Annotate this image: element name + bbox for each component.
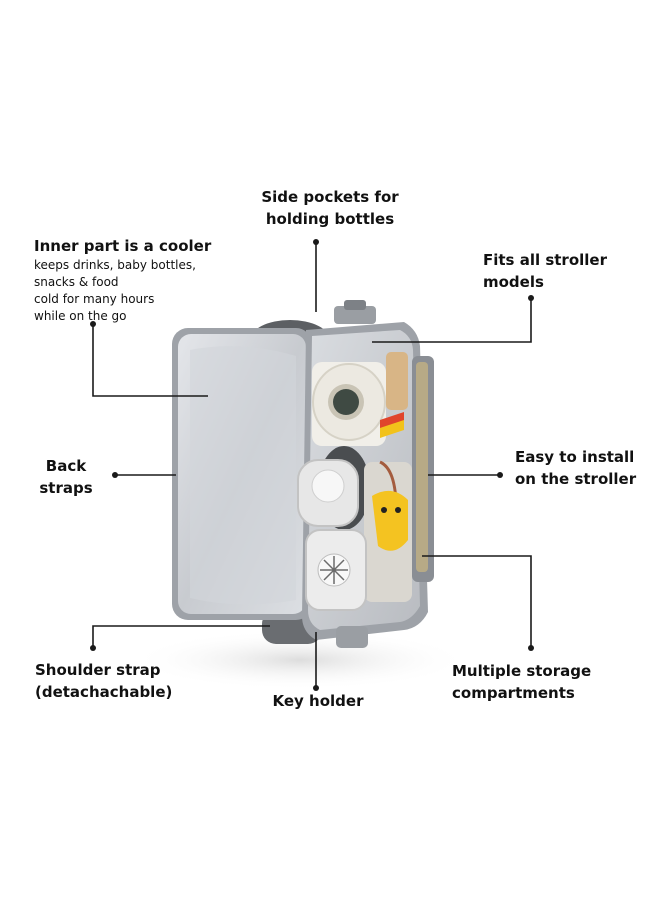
callout-back-straps-line2: straps — [39, 479, 93, 497]
callout-easy-install: Easy to install on the stroller — [515, 446, 636, 490]
callout-inner-cooler-desc-2: snacks & food — [34, 275, 119, 289]
callout-back-straps-line1: Back — [45, 457, 87, 475]
callout-fits-stroller-line2: models — [483, 273, 544, 291]
leader-dots — [90, 239, 534, 691]
callout-inner-cooler-desc-3: cold for many hours — [34, 292, 155, 306]
callout-side-pockets-line2: holding bottles — [265, 210, 395, 228]
callout-easy-install-line2: on the stroller — [515, 470, 637, 488]
bag-contents — [297, 352, 412, 611]
callout-inner-cooler-title: Inner part is a cooler — [34, 237, 212, 255]
callout-back-straps: Back straps — [36, 455, 96, 499]
callout-fits-stroller-line1: Fits all stroller — [483, 251, 607, 269]
callout-storage-line1: Multiple storage — [452, 662, 592, 680]
callout-easy-install-line1: Easy to install — [515, 448, 635, 466]
callout-shoulder-strap: Shoulder strap (detachachable) — [35, 659, 172, 703]
callout-inner-cooler-desc-1: keeps drinks, baby bottles, — [34, 258, 196, 272]
callout-shoulder-strap-line1: Shoulder strap — [35, 661, 161, 679]
bag-shadow — [130, 630, 470, 690]
leader-lines — [92, 242, 532, 688]
leader-fits-stroller — [372, 298, 532, 343]
callout-key-holder: Key holder — [258, 690, 378, 712]
bag-lid — [172, 328, 312, 620]
callout-shoulder-strap-line2: (detachachable) — [35, 683, 173, 701]
leader-inner-cooler — [92, 324, 208, 397]
callout-key-holder-line1: Key holder — [272, 692, 364, 710]
callout-inner-cooler-desc-4: while on the go — [34, 309, 127, 323]
callout-side-pockets-line1: Side pockets for — [261, 188, 399, 206]
leader-shoulder-strap — [92, 625, 270, 648]
callout-storage-line2: compartments — [452, 684, 575, 702]
leader-storage — [422, 555, 532, 648]
callout-side-pockets: Side pockets for holding bottles — [244, 186, 416, 230]
callout-inner-cooler: Inner part is a cooler keeps drinks, bab… — [34, 235, 211, 325]
callout-fits-stroller: Fits all stroller models — [483, 249, 607, 293]
callout-storage: Multiple storage compartments — [452, 660, 591, 704]
